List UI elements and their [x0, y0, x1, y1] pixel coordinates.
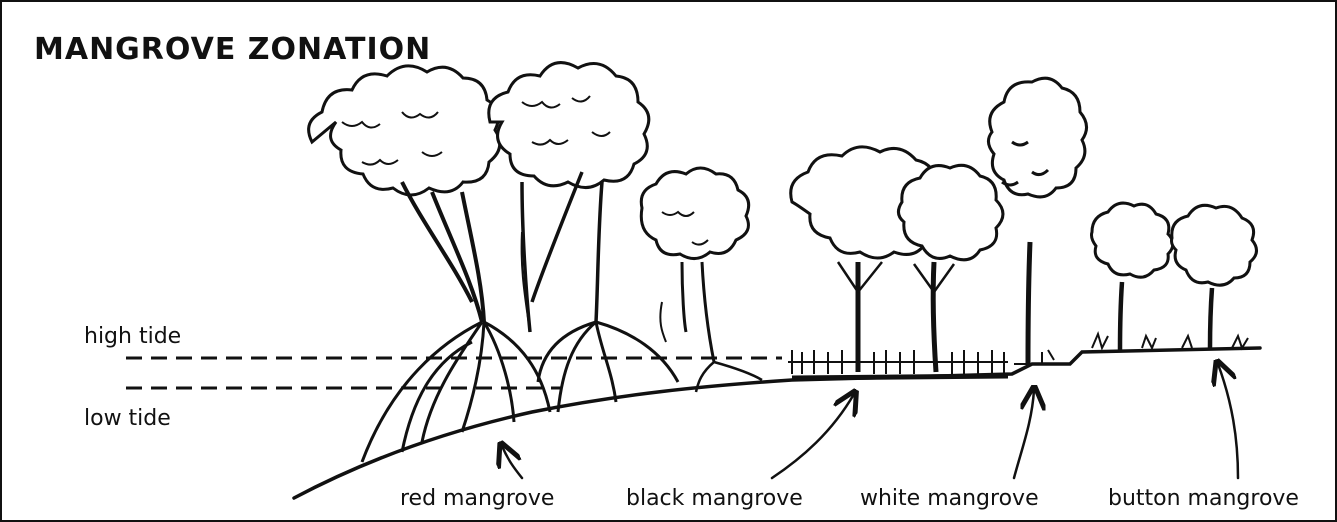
- black-mangrove-pneumatophores: [788, 350, 1008, 374]
- button-mangrove-canopy-2: [1172, 205, 1257, 285]
- button-mangrove-trunk-2: [1210, 288, 1212, 348]
- white-mangrove-canopy: [988, 78, 1086, 197]
- black-mangrove-arrow: [772, 394, 854, 478]
- button-mangrove-arrow: [1218, 364, 1238, 478]
- black-mangrove-trees: [788, 147, 1008, 378]
- button-mangrove-trunk-1: [1120, 282, 1122, 350]
- red-mangrove-canopy-2: [489, 63, 649, 188]
- white-mangrove-arrow: [1014, 390, 1034, 478]
- red-mangrove-trunk-3: [682, 262, 714, 362]
- white-mangrove-tree: [988, 78, 1086, 364]
- red-mangrove-roots-1: [362, 322, 550, 462]
- red-mangrove-trees: [309, 63, 762, 462]
- black-mangrove-trunk-2: [933, 262, 936, 372]
- red-mangrove-trunk-2: [522, 172, 602, 332]
- red-mangrove-trunk-1: [402, 182, 484, 322]
- red-mangrove-canopy-1: [309, 66, 500, 195]
- red-mangrove-canopy-3: [641, 168, 748, 259]
- white-mangrove-trunk: [1028, 242, 1030, 364]
- red-mangrove-arrow: [502, 446, 522, 478]
- button-mangrove-canopy-1: [1092, 203, 1174, 277]
- button-mangrove-trees: [1092, 203, 1257, 350]
